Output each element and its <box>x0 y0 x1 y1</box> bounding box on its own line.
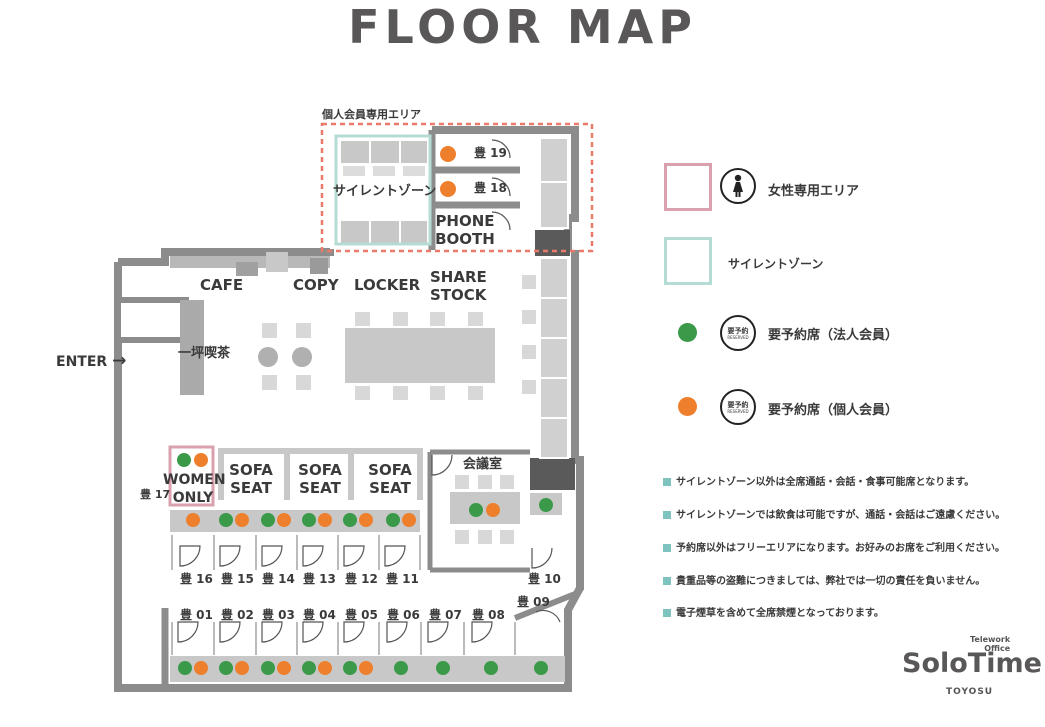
seat-dot-individual <box>440 181 456 197</box>
locker-label: LOCKER <box>354 276 421 294</box>
legend-individual-dot <box>678 397 697 416</box>
seat-dot-individual <box>359 661 373 675</box>
seat-dot-corporate <box>539 498 553 512</box>
seat-dot-corporate <box>219 513 233 527</box>
seat-dot-corporate <box>343 661 357 675</box>
legend-individual-label: 要予約席（個人会員） <box>768 403 899 418</box>
note-item: 電子煙草を含めて全席禁煙となっております。 <box>663 604 884 619</box>
seat-dot-individual <box>486 503 500 517</box>
seat-dot-individual <box>277 513 291 527</box>
seat-dot-individual <box>402 513 416 527</box>
seat-dot-individual <box>235 661 249 675</box>
legend-women-label: 女性専用エリア <box>768 184 860 199</box>
seat-15-label: 豊 15 <box>221 572 254 586</box>
seat-16-label: 豊 16 <box>180 572 213 586</box>
page-title: FLOOR MAP <box>348 0 697 54</box>
seat-09-label: 豊 09 <box>517 595 550 609</box>
seat-19-label: 豊 19 <box>474 146 507 160</box>
seat-04-label: 豊 04 <box>303 608 336 622</box>
seat-dot-individual <box>186 513 200 527</box>
seat-dot-individual <box>194 453 208 467</box>
women-icon <box>720 168 756 204</box>
note-item: 貴重品等の盗難につきましては、弊社では一切の責任を負いません。 <box>663 572 985 587</box>
legend-silent-label: サイレントゾーン <box>728 257 824 271</box>
seat-12-label: 豊 12 <box>345 572 378 586</box>
seat-dot-individual <box>194 661 208 675</box>
meeting-room-label: 会議室 <box>463 457 503 472</box>
seat-10-label: 豊 10 <box>528 572 561 586</box>
note-item: サイレントゾーン以外は全席通話・会話・食事可能席となります。 <box>663 473 974 488</box>
seat-dot-corporate <box>534 661 548 675</box>
bullet-square-icon <box>663 478 671 486</box>
seat-02-label: 豊 02 <box>221 608 254 622</box>
seat-dot-individual <box>318 661 332 675</box>
member-area-label: 個人会員専用エリア <box>322 108 421 121</box>
note-item: 予約席以外はフリーエリアになります。お好みのお席をご利用ください。 <box>663 539 1005 554</box>
seat-13-label: 豊 13 <box>303 572 336 586</box>
cafe-label: CAFE <box>200 276 244 294</box>
arrow-right-icon: → <box>112 351 127 371</box>
seat-dot-corporate <box>261 513 275 527</box>
seat-dot-corporate <box>302 661 316 675</box>
seat-17-label: 豊 17 <box>140 488 171 501</box>
seat-14-label: 豊 14 <box>262 572 295 586</box>
seat-dot-individual <box>359 513 373 527</box>
legend-corporate-dot <box>678 323 697 342</box>
seat-dot-corporate <box>484 661 498 675</box>
enter-label: ENTER → <box>56 351 127 371</box>
seat-dot-corporate <box>343 513 357 527</box>
seat-dot-corporate <box>178 661 192 675</box>
seat-dot-corporate <box>177 453 191 467</box>
tea-label: 一坪喫茶 <box>178 346 231 361</box>
legend-silent-swatch <box>664 237 712 285</box>
seat-05-label: 豊 05 <box>345 608 378 622</box>
seat-08-label: 豊 08 <box>472 608 505 622</box>
seat-dot-corporate <box>469 503 483 517</box>
seat-dot-individual <box>277 661 291 675</box>
note-item: サイレントゾーンでは飲食は可能ですが、通話・会話はご遠慮ください。 <box>663 506 1005 521</box>
silent-zone-label: サイレントゾーン <box>333 184 437 199</box>
seat-18-label: 豊 18 <box>474 181 507 195</box>
seat-01-label: 豊 01 <box>180 608 213 622</box>
legend-corporate-label: 要予約席（法人会員） <box>768 328 899 343</box>
seat-dot-corporate <box>436 661 450 675</box>
logo-location: TOYOSU <box>946 687 994 697</box>
seat-dot-individual <box>318 513 332 527</box>
seat-dot-corporate <box>261 661 275 675</box>
copy-label: COPY <box>293 276 339 294</box>
bullet-square-icon <box>663 609 671 617</box>
seat-06-label: 豊 06 <box>387 608 420 622</box>
seat-dot-individual <box>235 513 249 527</box>
seat-dot-corporate <box>302 513 316 527</box>
seat-07-label: 豊 07 <box>429 608 462 622</box>
seat-dot-individual <box>440 146 456 162</box>
logo: SoloTime <box>902 648 1042 679</box>
seat-11-label: 豊 11 <box>386 572 419 586</box>
bullet-square-icon <box>663 511 671 519</box>
bullet-square-icon <box>663 544 671 552</box>
seat-03-label: 豊 03 <box>262 608 295 622</box>
outer-walls <box>114 126 584 692</box>
legend-women-swatch <box>664 163 712 211</box>
seat-dot-corporate <box>394 661 408 675</box>
bullet-square-icon <box>663 577 671 585</box>
seat-dot-corporate <box>219 661 233 675</box>
seat-dot-corporate <box>386 513 400 527</box>
